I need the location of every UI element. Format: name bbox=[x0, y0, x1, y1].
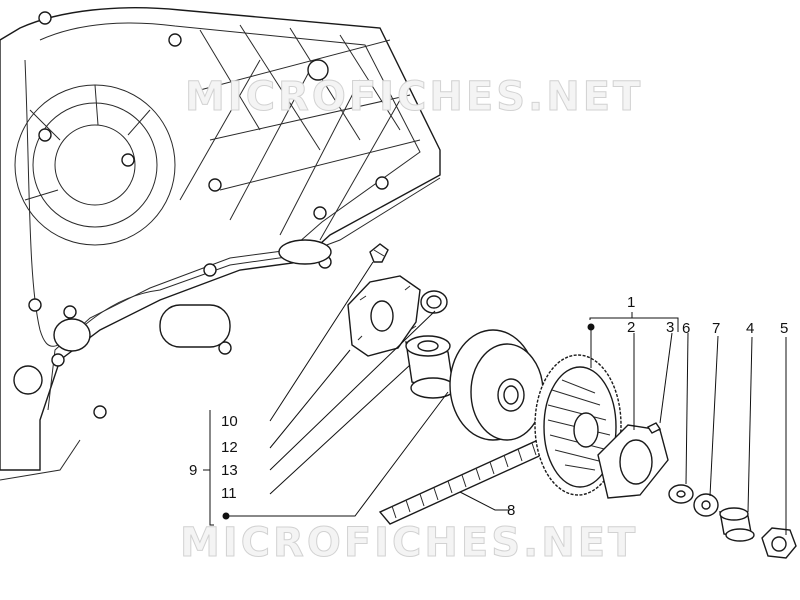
callout-10: 10 bbox=[221, 413, 238, 430]
part-nut-5 bbox=[761, 527, 797, 559]
callout-12: 12 bbox=[221, 439, 238, 456]
crankcase-housing bbox=[0, 7, 441, 481]
callout-8: 8 bbox=[507, 502, 515, 519]
part-driven-pulley-half bbox=[449, 329, 544, 441]
part-spacer-11 bbox=[405, 335, 456, 399]
watermark-bottom: MICROFICHES.NET bbox=[180, 520, 638, 566]
callout-6: 6 bbox=[682, 320, 690, 337]
callout-13: 13 bbox=[221, 462, 238, 479]
callout-1: 1 bbox=[627, 294, 635, 311]
callout-3: 3 bbox=[666, 319, 674, 336]
watermark-top: MICROFICHES.NET bbox=[185, 74, 643, 120]
part-clip-10 bbox=[369, 243, 389, 263]
callout-9: 9 bbox=[189, 462, 197, 479]
part-washer-7 bbox=[693, 493, 719, 517]
part-bushing-4 bbox=[719, 507, 755, 542]
leader-lines bbox=[203, 261, 787, 535]
callout-11: 11 bbox=[221, 485, 237, 502]
part-ramp-plate-12 bbox=[347, 275, 421, 357]
part-bushing-13 bbox=[420, 290, 448, 314]
callout-2: 2 bbox=[627, 319, 635, 336]
callout-7: 7 bbox=[712, 320, 720, 337]
part-plate-2 bbox=[597, 424, 669, 499]
part-washer-6 bbox=[668, 484, 694, 504]
callout-4: 4 bbox=[746, 320, 754, 337]
callout-labels: 1 2 3 4 5 6 7 8 9 10 11 12 13 bbox=[189, 294, 788, 519]
callout-5: 5 bbox=[780, 320, 788, 337]
part-screw-3 bbox=[646, 422, 662, 434]
